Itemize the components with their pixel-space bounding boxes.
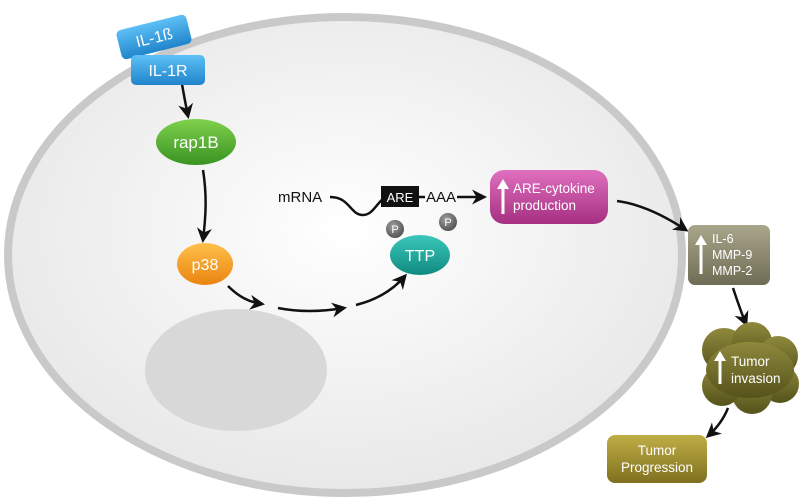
phospho-right: P bbox=[439, 213, 457, 231]
arrow-production-to-cytokines bbox=[616, 199, 689, 232]
arrow-il1r-to-rap1b bbox=[178, 83, 194, 119]
ttp-label: TTP bbox=[405, 248, 435, 265]
are-cytokine-node: ARE-cytokine production bbox=[490, 170, 608, 224]
rap1b-node: rap1B bbox=[156, 119, 236, 165]
invasion-line2: invasion bbox=[731, 371, 781, 386]
rap1b-label: rap1B bbox=[173, 133, 218, 152]
il1b-node: IL-1ß bbox=[116, 14, 192, 60]
up-arrow-icon bbox=[695, 235, 707, 274]
arrow-rap1b-to-p38 bbox=[196, 169, 212, 243]
pathway-arrows bbox=[178, 83, 749, 438]
up-arrow-icon bbox=[714, 351, 726, 384]
are-cytokine-line2: production bbox=[513, 198, 576, 213]
ttp-node: TTP bbox=[390, 235, 450, 275]
mrna-label: mRNA bbox=[278, 189, 322, 206]
phospho-right-label: P bbox=[444, 217, 451, 229]
cytokine-mmp2: MMP-2 bbox=[712, 264, 752, 278]
p38-label: p38 bbox=[192, 257, 219, 274]
cell-membrane bbox=[4, 13, 686, 497]
phospho-left-label: P bbox=[391, 224, 398, 236]
up-arrow-icon bbox=[497, 179, 509, 214]
phospho-left: P bbox=[386, 220, 404, 238]
are-label: ARE bbox=[387, 190, 414, 205]
il1r-node: IL-1R bbox=[131, 55, 205, 85]
are-box bbox=[381, 186, 419, 207]
are-cytokine-line1: ARE-cytokine bbox=[513, 181, 595, 196]
arrow-p38-segment-1 bbox=[227, 285, 265, 310]
arrow-cytokines-to-invasion bbox=[731, 287, 749, 327]
nucleus bbox=[145, 309, 327, 431]
arrow-p38-segment-2 bbox=[277, 302, 347, 318]
cytokine-mmp9: MMP-9 bbox=[712, 248, 752, 262]
p38-node: p38 bbox=[177, 243, 233, 285]
tumor-progression-node: Tumor Progression bbox=[607, 435, 707, 483]
cytokine-il6: IL-6 bbox=[712, 232, 734, 246]
progression-line2: Progression bbox=[621, 460, 693, 475]
arrow-p38-to-ttp bbox=[355, 273, 407, 307]
poly-a-label: AAA bbox=[426, 189, 456, 206]
tumor-invasion-node: Tumor invasion bbox=[702, 322, 799, 414]
arrow-invasion-to-progression bbox=[705, 407, 730, 438]
progression-line1: Tumor bbox=[638, 443, 677, 458]
il1r-label: IL-1R bbox=[148, 63, 187, 80]
cytokines-node: IL-6 MMP-9 MMP-2 bbox=[688, 225, 770, 285]
invasion-line1: Tumor bbox=[731, 354, 770, 369]
